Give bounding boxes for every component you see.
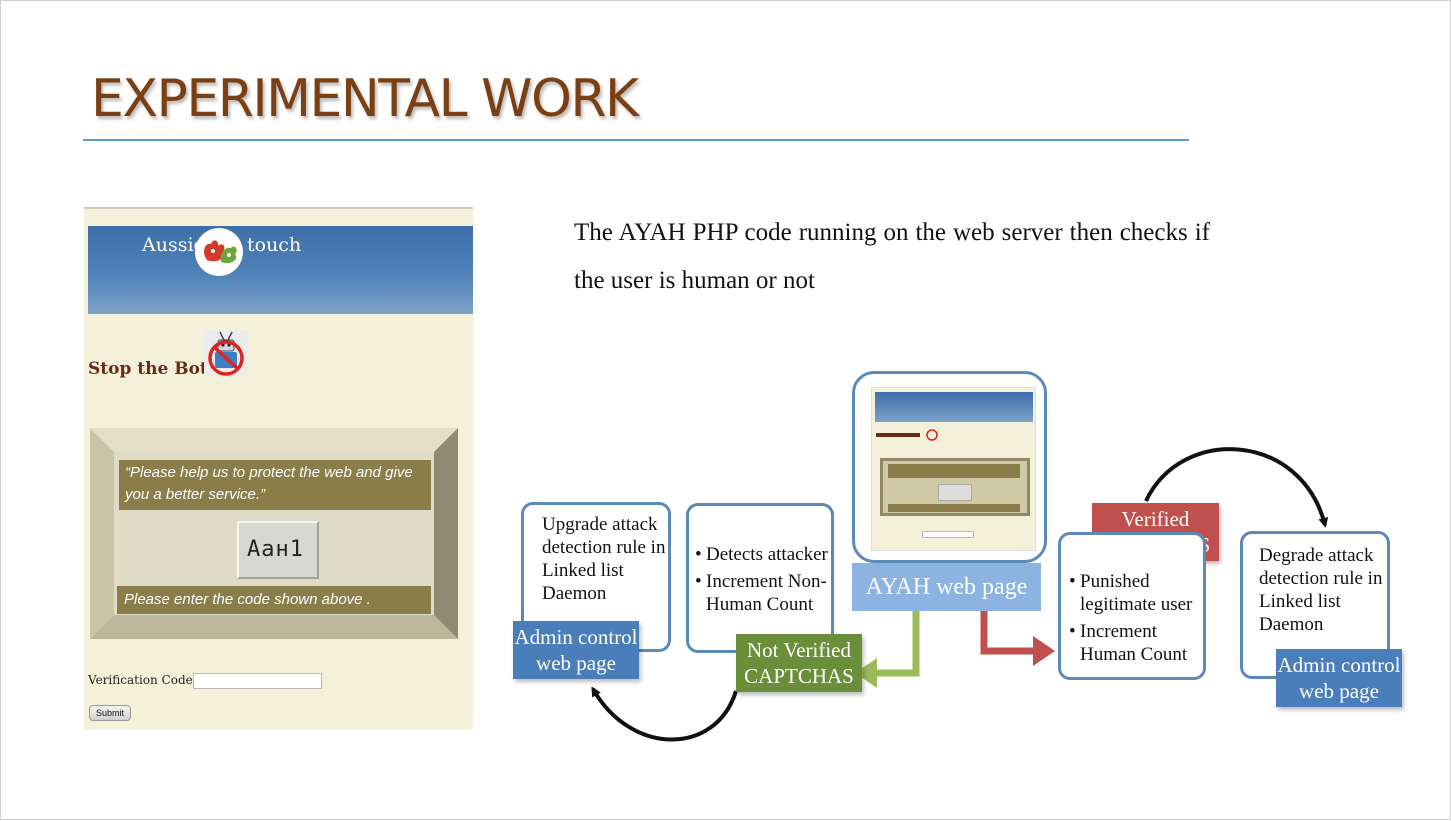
submit-button[interactable]: Submit — [89, 705, 131, 721]
site-banner: Aussie touch — [88, 226, 473, 314]
logo-text-right: touch — [247, 234, 302, 256]
upgrade-rule-text: Upgrade attack detection rule in Linked … — [542, 514, 666, 604]
punished-item: Increment Human Count — [1069, 620, 1203, 666]
slide-title: EXPERIMENTAL WORK — [91, 69, 639, 129]
thumbnail-banner — [875, 392, 1033, 422]
captcha-instruction: Please enter the code shown above . — [117, 586, 431, 614]
green-arrow-line — [869, 611, 920, 677]
degrade-rule-text: Degrade attack detection rule in Linked … — [1259, 545, 1383, 635]
green-arrowhead — [855, 658, 877, 688]
detects-item: Increment Non-Human Count — [695, 570, 831, 616]
admin-control-right: Admin control web page — [1276, 649, 1402, 707]
captcha-quote: “Please help us to protect the web and g… — [119, 460, 431, 510]
not-verified-captchas: Not Verified CAPTCHAS — [736, 634, 862, 692]
detects-item: Detects attacker — [695, 543, 831, 566]
description-paragraph: The AYAH PHP code running on the web ser… — [574, 219, 1210, 294]
punished-item: Punished legitimate user — [1069, 570, 1203, 616]
red-arrowhead — [1033, 636, 1055, 666]
verification-code-input[interactable] — [193, 673, 322, 689]
detects-list: Detects attacker Increment Non-Human Cou… — [695, 543, 831, 616]
thumbnail-captcha — [938, 484, 972, 501]
admin-control-left: Admin control web page — [513, 621, 639, 679]
thumbnail-instruction-bar — [888, 504, 1020, 512]
captcha-image: Aaн1 — [237, 521, 319, 579]
title-rule — [83, 139, 1189, 141]
no-robot-icon — [204, 330, 248, 376]
verification-code-label: Verification Code : — [88, 673, 201, 687]
captcha-screenshot: Aussie touch Stop the Bots “Please help … — [84, 207, 473, 730]
thumbnail-input — [922, 531, 974, 538]
red-arrow-line — [980, 611, 1037, 655]
ayah-web-page-label: AYAH web page — [852, 563, 1041, 611]
punished-user-box: Punished legitimate user Increment Human… — [1058, 532, 1206, 680]
stop-bots-heading: Stop the Bots — [88, 359, 218, 379]
curved-arrow-to-admin-left — [591, 686, 738, 742]
hands-logo-icon — [195, 228, 243, 276]
ayah-page-thumbnail — [871, 387, 1036, 551]
thumbnail-heading-icon — [876, 429, 938, 441]
punished-list: Punished legitimate user Increment Human… — [1069, 570, 1203, 666]
detects-attacker-box: Detects attacker Increment Non-Human Cou… — [686, 503, 834, 653]
thumbnail-quote-bar — [888, 464, 1020, 478]
logo-text-left: Aussie — [142, 234, 205, 256]
captcha-code-text: Aaн1 — [247, 537, 304, 562]
curved-arrow-to-degrade — [1144, 447, 1329, 528]
